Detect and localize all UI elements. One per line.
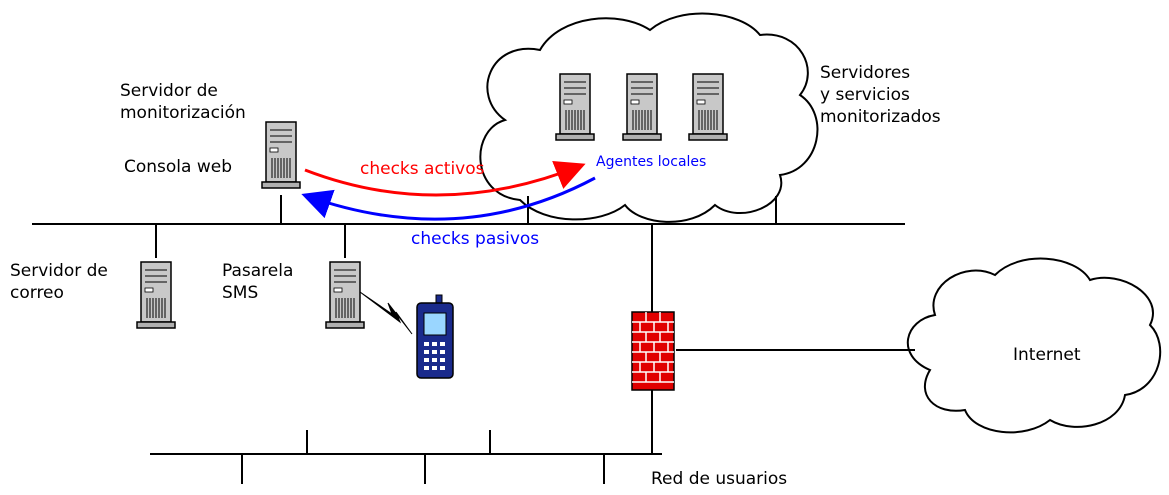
monitored-server-icon	[688, 73, 728, 141]
firewall-icon	[631, 311, 675, 391]
passive-checks-arrow	[301, 176, 596, 221]
monitored-server-icon	[555, 73, 595, 141]
wireless-link-icon	[359, 291, 413, 335]
sms-gateway-server-icon	[325, 261, 365, 329]
active-checks-arrow	[304, 160, 586, 197]
mail-server-icon	[136, 261, 176, 329]
monitoring-server-icon	[261, 121, 301, 189]
monitored-server-icon	[622, 73, 662, 141]
internet-cloud-icon	[906, 257, 1162, 434]
mobile-phone-icon	[416, 294, 454, 379]
